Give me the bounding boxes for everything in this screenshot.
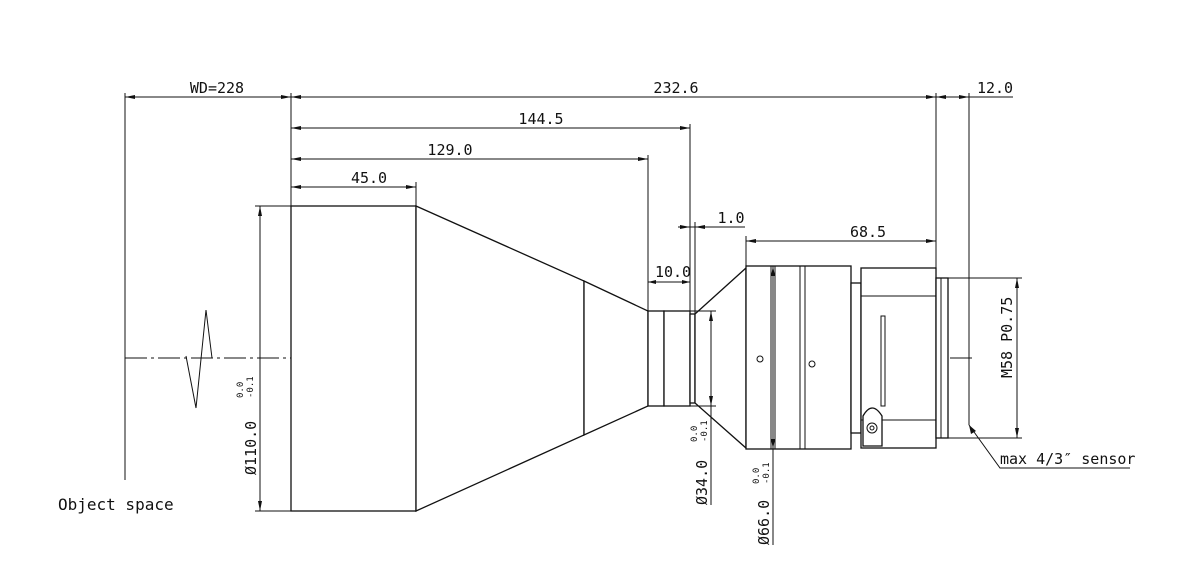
dim-34-text: Ø34.0	[693, 460, 711, 505]
collar-ring	[850, 282, 862, 434]
rear-barrel	[745, 265, 852, 450]
dim-thread-text: M58 P0.75	[998, 297, 1016, 378]
dim-110-tol-upper: 0.0	[236, 382, 246, 398]
dim-110-text: Ø110.0	[242, 421, 260, 475]
lock-screw-head	[866, 422, 878, 434]
dim-34-tol-lower: -0.1	[700, 420, 710, 442]
dim-thread-arrow-b	[1015, 428, 1019, 438]
dim-110-arrow-b	[258, 501, 262, 511]
dim-45-arrow-l	[291, 185, 301, 189]
dim-total-arrow-r	[926, 95, 936, 99]
dim-10-arrow-r	[682, 280, 690, 284]
dim-68-arrow-l	[746, 239, 756, 243]
dim-1-arrow-r	[695, 225, 705, 229]
dim-1-arrow-l	[680, 225, 690, 229]
dim-34-tol-upper: 0.0	[690, 426, 700, 442]
dim-68-arrow-r	[926, 239, 936, 243]
axis-break-symbol	[185, 309, 213, 409]
conical-taper	[415, 204, 585, 513]
dim-144-text: 144.5	[518, 110, 563, 128]
lock-slot	[880, 315, 886, 407]
sensor-leader-arrow	[969, 425, 976, 434]
dim-wd-arrow-l	[125, 95, 135, 99]
lock-screw-center	[869, 425, 875, 431]
middle-step	[689, 313, 696, 404]
dim-66-tol-upper: 0.0	[752, 468, 762, 484]
dim-129-text: 129.0	[427, 141, 472, 159]
rear-thread	[935, 277, 949, 439]
dim-10-text: 10.0	[655, 263, 691, 281]
dim-34-arrow-b	[709, 396, 713, 406]
dim-45-arrow-r	[406, 185, 416, 189]
dim-144-arrow-r	[680, 126, 690, 130]
dim-wd-text: WD=228	[190, 79, 244, 97]
dim-129-arrow-l	[291, 157, 301, 161]
dim-66-arrow-t	[771, 266, 775, 276]
dim-bfl-arrow-l	[936, 95, 946, 99]
dim-1-text: 1.0	[717, 209, 744, 227]
dim-total-text: 232.6	[653, 79, 698, 97]
set-screw-2	[808, 360, 816, 368]
sensor-label: max 4/3″ sensor	[1000, 450, 1135, 468]
dim-total-arrow-l	[291, 95, 301, 99]
lock-screw	[862, 407, 883, 447]
dim-10-arrow-l	[648, 280, 656, 284]
dim-66-tol-lower: -0.1	[762, 462, 772, 484]
dim-wd-arrow-r	[281, 95, 291, 99]
dim-110-tol-lower: -0.1	[246, 376, 256, 398]
dim-110-arrow-t	[258, 206, 262, 216]
dim-bfl-arrow-r	[959, 95, 969, 99]
dim-66-text: Ø66.0	[755, 500, 773, 545]
dim-bfl-text: 12.0	[977, 79, 1013, 97]
dim-144-arrow-l	[291, 126, 301, 130]
dim-129-arrow-r	[638, 157, 648, 161]
dim-68-text: 68.5	[850, 223, 886, 241]
inner-taper	[583, 279, 649, 437]
dim-66-arrow-b	[771, 439, 775, 449]
sensor-leader	[968, 424, 1130, 469]
set-screw-1	[756, 355, 764, 363]
front-barrel	[290, 205, 417, 512]
object-space-label: Object space	[58, 495, 174, 514]
dim-34-arrow-t	[709, 311, 713, 321]
middle-ring	[663, 310, 691, 407]
dim-45-text: 45.0	[351, 169, 387, 187]
middle-neck	[647, 310, 665, 407]
dim-thread-arrow-t	[1015, 278, 1019, 288]
